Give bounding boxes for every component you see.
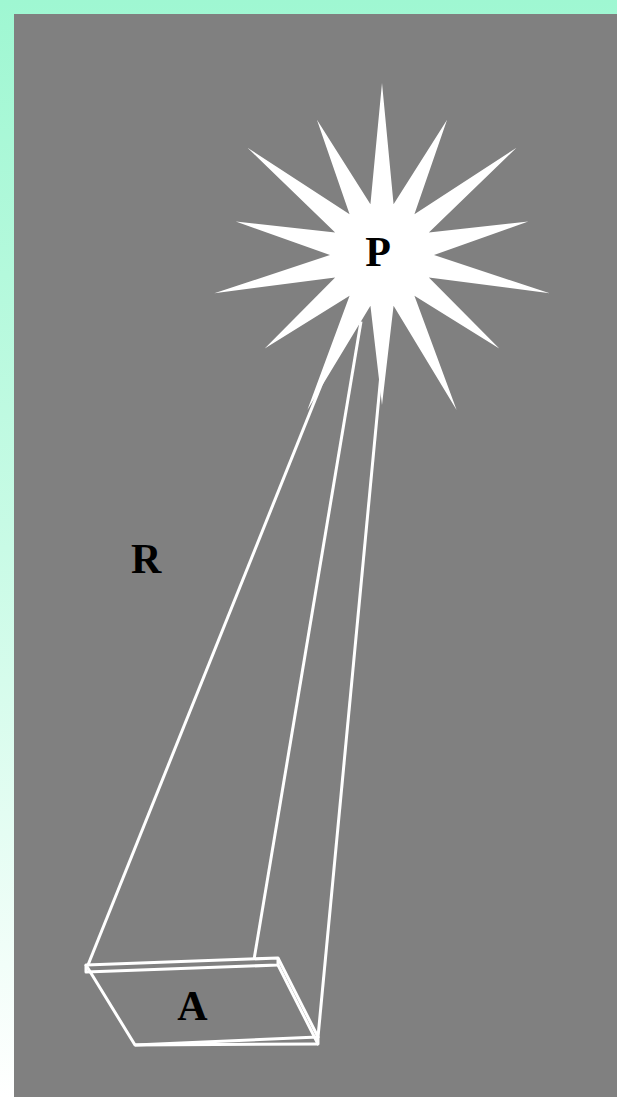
ray-line bbox=[254, 322, 361, 961]
node-label: A bbox=[177, 985, 207, 1027]
ray-line bbox=[318, 322, 386, 1037]
ray-line bbox=[88, 318, 348, 965]
node-label: P bbox=[365, 231, 391, 273]
slide-ground bbox=[14, 14, 617, 1097]
light-source: P bbox=[207, 80, 557, 430]
area-patch: A bbox=[80, 952, 325, 1052]
distance-label: R bbox=[131, 538, 161, 580]
